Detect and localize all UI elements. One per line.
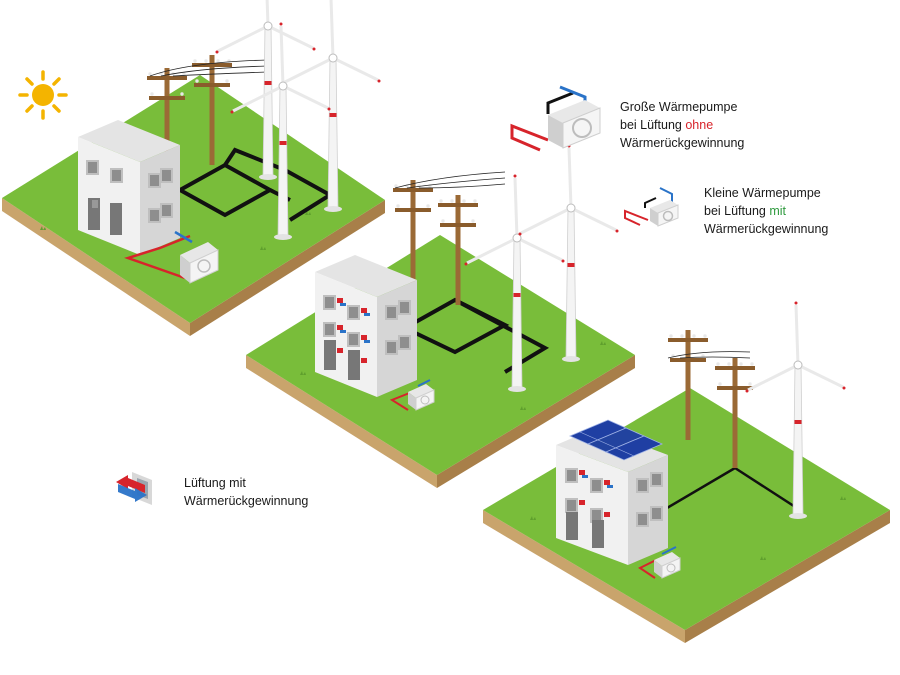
solar-panel [568, 419, 664, 461]
legend-small-heat-pump-line3: Wärmerückgewinnung [704, 222, 829, 236]
legend-large-heat-pump-line3: Wärmerückgewinnung [620, 136, 745, 150]
ventilation-unit [337, 298, 370, 363]
small-heat-pump [638, 546, 681, 579]
scene-large-heat-pump [2, 0, 385, 336]
legend-ventilation-line1: Lüftung mit [184, 476, 246, 490]
apartment-building [78, 120, 180, 255]
ventilation-heat-recovery-icon [116, 472, 152, 505]
legend-ventilation-line2: Wärmerückgewinnung [184, 494, 309, 508]
legend-ventilation: Lüftung mit Wärmerückgewinnung [184, 474, 308, 510]
legend-small-heat-pump-mit: mit [769, 204, 787, 218]
legend-large-heat-pump: Große Wärmepumpe bei Lüftung ohne Wärmer… [620, 98, 744, 152]
legend-large-heat-pump-line2: bei Lüftung ohne [620, 116, 744, 134]
large-heat-pump-icon [510, 85, 601, 152]
scene-small-heat-pump-with-ventilation [246, 143, 635, 488]
apartment-building [315, 255, 417, 397]
ground-tile [483, 388, 890, 643]
legend-large-heat-pump-ohne: ohne [685, 118, 714, 132]
large-heat-pump [124, 230, 219, 284]
legend-small-heat-pump-line2-prefix: bei Lüftung [704, 204, 770, 218]
ventilation-unit [579, 470, 613, 517]
apartment-building [556, 419, 668, 565]
scene-small-heat-pump-with-solar [483, 300, 890, 643]
legend-small-heat-pump-line1: Kleine Wärmepumpe [704, 186, 821, 200]
legend-large-heat-pump-line1: Große Wärmepumpe [620, 100, 738, 114]
legend-small-heat-pump: Kleine Wärmepumpe bei Lüftung mit Wärmer… [704, 184, 828, 238]
sun-icon [18, 70, 68, 120]
legend-small-heat-pump-line2: bei Lüftung mit [704, 202, 828, 220]
small-heat-pump-icon [624, 187, 679, 227]
small-heat-pump [389, 379, 435, 411]
legend-large-heat-pump-line2-prefix: bei Lüftung [620, 118, 686, 132]
